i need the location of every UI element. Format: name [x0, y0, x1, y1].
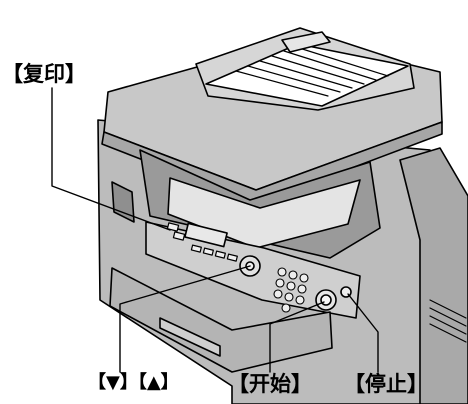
machine-right-side	[399, 147, 468, 404]
side-vents	[429, 299, 467, 343]
adf-paper-lines	[235, 46, 389, 97]
left-window	[111, 181, 135, 223]
leader-updown	[119, 265, 251, 373]
lcd-display	[184, 222, 228, 248]
start-button-label: 【开始】	[228, 372, 312, 396]
panel-buttons	[166, 222, 238, 262]
drawer-handle	[159, 317, 221, 357]
keypad	[273, 267, 309, 313]
stop-button-label: 【停止】	[344, 372, 428, 396]
leader-lines	[51, 87, 379, 373]
updown-buttons-label: 【▼】【▲】	[88, 372, 179, 393]
adf-guide	[281, 31, 331, 53]
leader-stop	[347, 293, 379, 373]
paper-drawer	[109, 267, 333, 373]
leader-start	[269, 301, 325, 373]
leader-copy	[51, 87, 171, 231]
start-button-center	[320, 294, 332, 306]
copy-button-label: 【复印】	[2, 62, 86, 86]
